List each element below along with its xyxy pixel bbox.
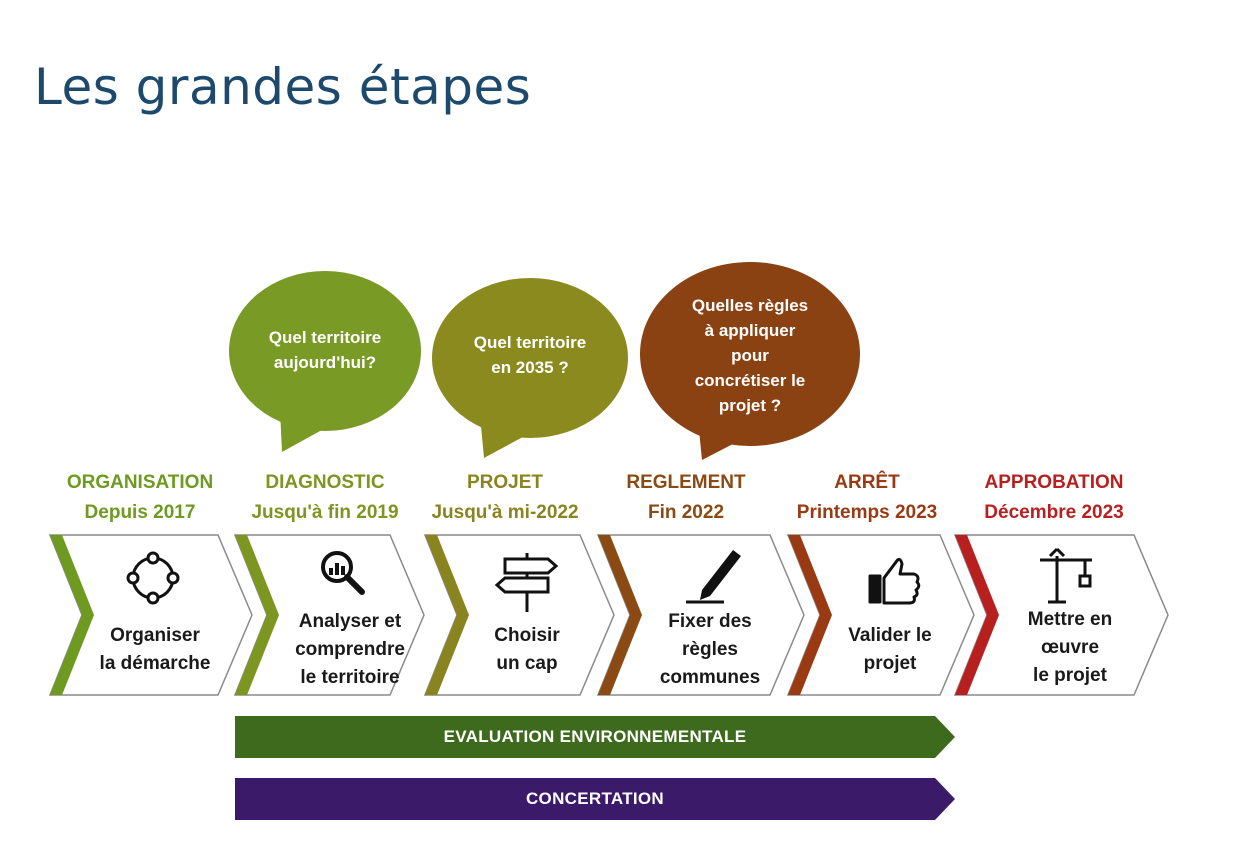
step-text-reglement: Fixer des règles communes	[659, 611, 761, 688]
circle-nodes-icon	[126, 551, 180, 605]
stage-heading-reglement: REGLEMENT Fin 2022	[596, 468, 776, 528]
stage-date: Printemps 2023	[796, 502, 938, 523]
chevron-arret	[786, 534, 975, 696]
step-text-projet: Choisir un cap	[494, 625, 560, 674]
stage-heading-diagnostic: DIAGNOSTIC Jusqu'à fin 2019	[235, 468, 415, 528]
stage-date: Fin 2022	[647, 502, 725, 523]
stage-date: Depuis 2017	[84, 502, 196, 523]
chevron-projet	[423, 534, 615, 696]
chevron-reglement	[596, 534, 805, 696]
band-label-evaluation: EVALUATION ENVIRONNEMENTALE	[443, 727, 747, 746]
band-label-concertation: CONCERTATION	[525, 789, 664, 808]
stage-date: Décembre 2023	[984, 502, 1124, 523]
step-text-organisation: Organiser la démarche	[99, 625, 211, 674]
speech-bubble-reglement	[640, 262, 860, 460]
chevron-organisation	[48, 534, 253, 696]
crane-icon	[1040, 547, 1092, 604]
chevron-diagnostic	[233, 534, 425, 696]
stage-heading-projet: PROJET Jusqu'à mi-2022	[415, 468, 595, 528]
stage-name: APPROBATION	[984, 472, 1124, 493]
stage-name: ARRÊT	[834, 472, 900, 493]
bubble-text-diagnostic: Quel territoire aujourd'hui?	[268, 328, 382, 372]
stage-heading-approbation: APPROBATION Décembre 2023	[962, 468, 1146, 528]
step-text-approbation: Mettre en œuvre le projet	[1027, 609, 1113, 686]
stage-name: PROJET	[466, 472, 544, 493]
stage-date: Jusqu'à fin 2019	[251, 502, 399, 523]
bubble-text-reglement: Quelles règles à appliquer pour concréti…	[691, 295, 809, 415]
page-title: Les grandes étapes	[34, 58, 532, 116]
speech-bubble-projet	[432, 278, 628, 458]
chevron-approbation	[953, 534, 1169, 696]
speech-bubble-diagnostic	[229, 271, 421, 452]
pen-icon	[686, 550, 741, 604]
signpost-icon	[494, 553, 559, 612]
band-evaluation-environnementale	[235, 716, 955, 758]
bubble-text-projet: Quel territoire en 2035 ?	[473, 333, 587, 377]
stage-name: ORGANISATION	[66, 472, 214, 493]
stage-name: DIAGNOSTIC	[265, 472, 385, 493]
step-text-arret: Valider le projet	[848, 625, 932, 674]
thumbs-up-icon	[868, 557, 921, 605]
step-text-diagnostic: Analyser et comprendre le territoire	[295, 611, 405, 688]
magnifier-chart-icon	[321, 551, 365, 595]
band-concertation	[235, 778, 955, 820]
stage-heading-organisation: ORGANISATION Depuis 2017	[50, 468, 230, 528]
stage-name: REGLEMENT	[626, 472, 746, 493]
stage-date: Jusqu'à mi-2022	[431, 502, 579, 523]
stage-heading-arret: ARRÊT Printemps 2023	[776, 468, 958, 528]
